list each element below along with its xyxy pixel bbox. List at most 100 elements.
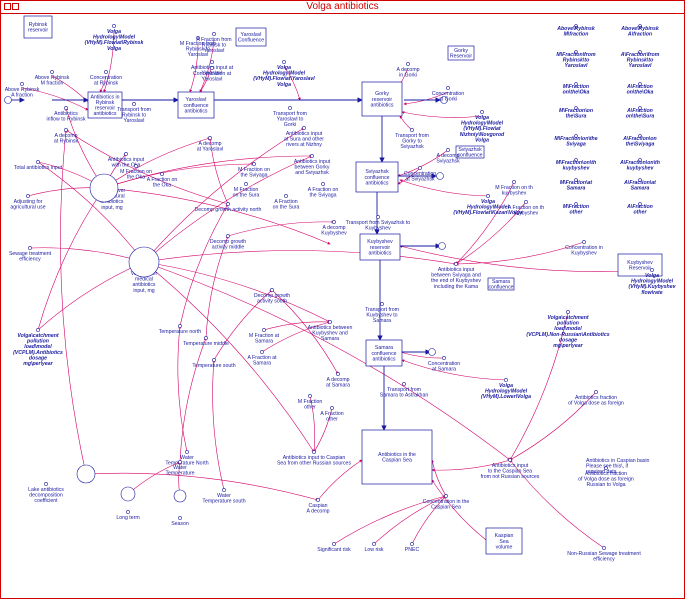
auxiliary-node-icon[interactable] <box>178 516 182 520</box>
stock-box[interactable] <box>361 429 433 485</box>
auxiliary-node-icon[interactable] <box>406 62 410 66</box>
auxiliary-node-icon[interactable] <box>418 166 422 170</box>
auxiliary-node-icon[interactable] <box>104 70 108 74</box>
auxiliary-node-icon[interactable] <box>26 194 30 198</box>
auxiliary-node-icon[interactable] <box>332 220 336 224</box>
auxiliary-node-icon[interactable] <box>566 310 570 314</box>
converter-circle-icon[interactable] <box>120 486 136 502</box>
auxiliary-node-icon[interactable] <box>252 162 256 166</box>
stock-box[interactable] <box>361 81 403 117</box>
auxiliary-node-icon[interactable] <box>64 106 68 110</box>
auxiliary-node-icon[interactable] <box>44 482 48 486</box>
ghost-node-icon[interactable] <box>638 202 642 206</box>
variable-v37[interactable]: Decomp growth activity north <box>195 202 262 213</box>
auxiliary-node-icon[interactable] <box>454 262 458 266</box>
auxiliary-node-icon[interactable] <box>582 240 586 244</box>
auxiliary-node-icon[interactable] <box>302 126 306 130</box>
variable-v70[interactable]: Significant risk <box>317 542 351 553</box>
ghost-node-icon[interactable] <box>574 158 578 162</box>
variable-v50[interactable]: Temperature south <box>192 358 236 369</box>
auxiliary-node-icon[interactable] <box>284 194 288 198</box>
stock-box[interactable] <box>355 161 399 193</box>
auxiliary-node-icon[interactable] <box>36 160 40 164</box>
auxiliary-node-icon[interactable] <box>402 382 406 386</box>
auxiliary-node-icon[interactable] <box>212 358 216 362</box>
auxiliary-node-icon[interactable] <box>270 288 274 292</box>
variable-v72[interactable]: PNEC <box>405 542 420 553</box>
auxiliary-node-icon[interactable] <box>288 106 292 110</box>
auxiliary-node-icon[interactable] <box>480 110 484 114</box>
auxiliary-node-icon[interactable] <box>650 268 654 272</box>
auxiliary-node-icon[interactable] <box>260 350 264 354</box>
auxiliary-node-icon[interactable] <box>178 460 182 464</box>
ghost-node-icon[interactable] <box>574 178 578 182</box>
auxiliary-node-icon[interactable] <box>210 60 214 64</box>
stock-box[interactable] <box>177 91 215 119</box>
auxiliary-node-icon[interactable] <box>210 66 214 70</box>
stock-box[interactable] <box>23 15 53 39</box>
auxiliary-node-icon[interactable] <box>20 82 24 86</box>
ghost-node-icon[interactable] <box>638 158 642 162</box>
auxiliary-node-icon[interactable] <box>328 320 332 324</box>
auxiliary-node-icon[interactable] <box>512 180 516 184</box>
auxiliary-node-icon[interactable] <box>212 32 216 36</box>
auxiliary-node-icon[interactable] <box>312 450 316 454</box>
ghost-node-icon[interactable] <box>638 24 642 28</box>
auxiliary-node-icon[interactable] <box>321 182 325 186</box>
auxiliary-node-icon[interactable] <box>336 372 340 376</box>
auxiliary-node-icon[interactable] <box>185 450 189 454</box>
ghost-node-icon[interactable] <box>638 178 642 182</box>
auxiliary-node-icon[interactable] <box>112 24 116 28</box>
stock-box[interactable] <box>485 527 523 555</box>
auxiliary-node-icon[interactable] <box>126 510 130 514</box>
variable-v71[interactable]: Low risk <box>364 542 384 553</box>
ghost-node-icon[interactable] <box>574 24 578 28</box>
variable-v46[interactable]: Temperature north <box>159 324 202 335</box>
ghost-node-icon[interactable] <box>574 134 578 138</box>
auxiliary-node-icon[interactable] <box>282 60 286 64</box>
